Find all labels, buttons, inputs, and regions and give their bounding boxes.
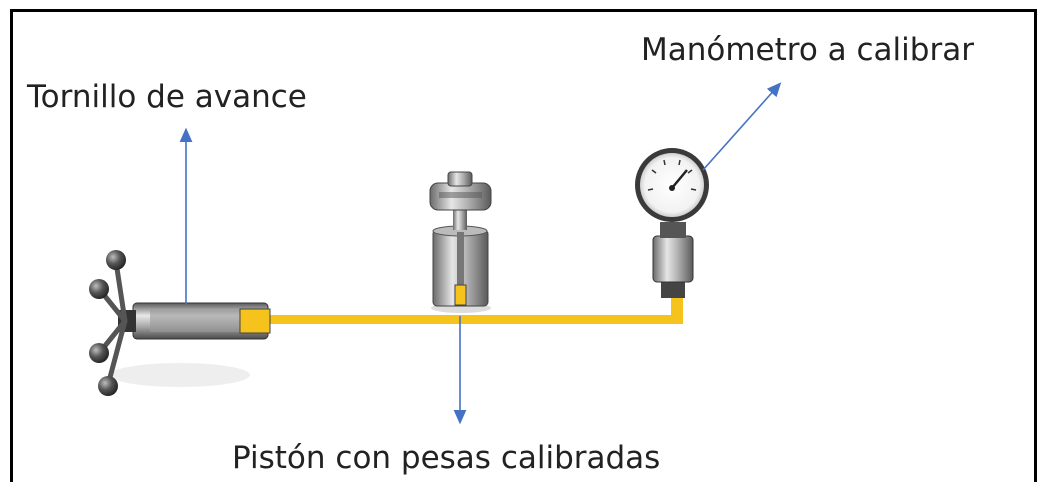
oil-pipe [270,296,683,324]
diagram-frame [10,9,1037,482]
label-piston: Pistón con pesas calibradas [232,440,661,476]
handwheel [97,259,128,388]
label-feed-screw: Tornillo de avance [27,79,307,115]
pointer-arrows [179,82,782,425]
arrow-gauge [702,82,782,171]
pressure-gauge [635,148,709,298]
piston-assembly [429,171,492,313]
feed-screw-assembly [89,250,271,396]
label-gauge: Manómetro a calibrar [641,32,974,68]
